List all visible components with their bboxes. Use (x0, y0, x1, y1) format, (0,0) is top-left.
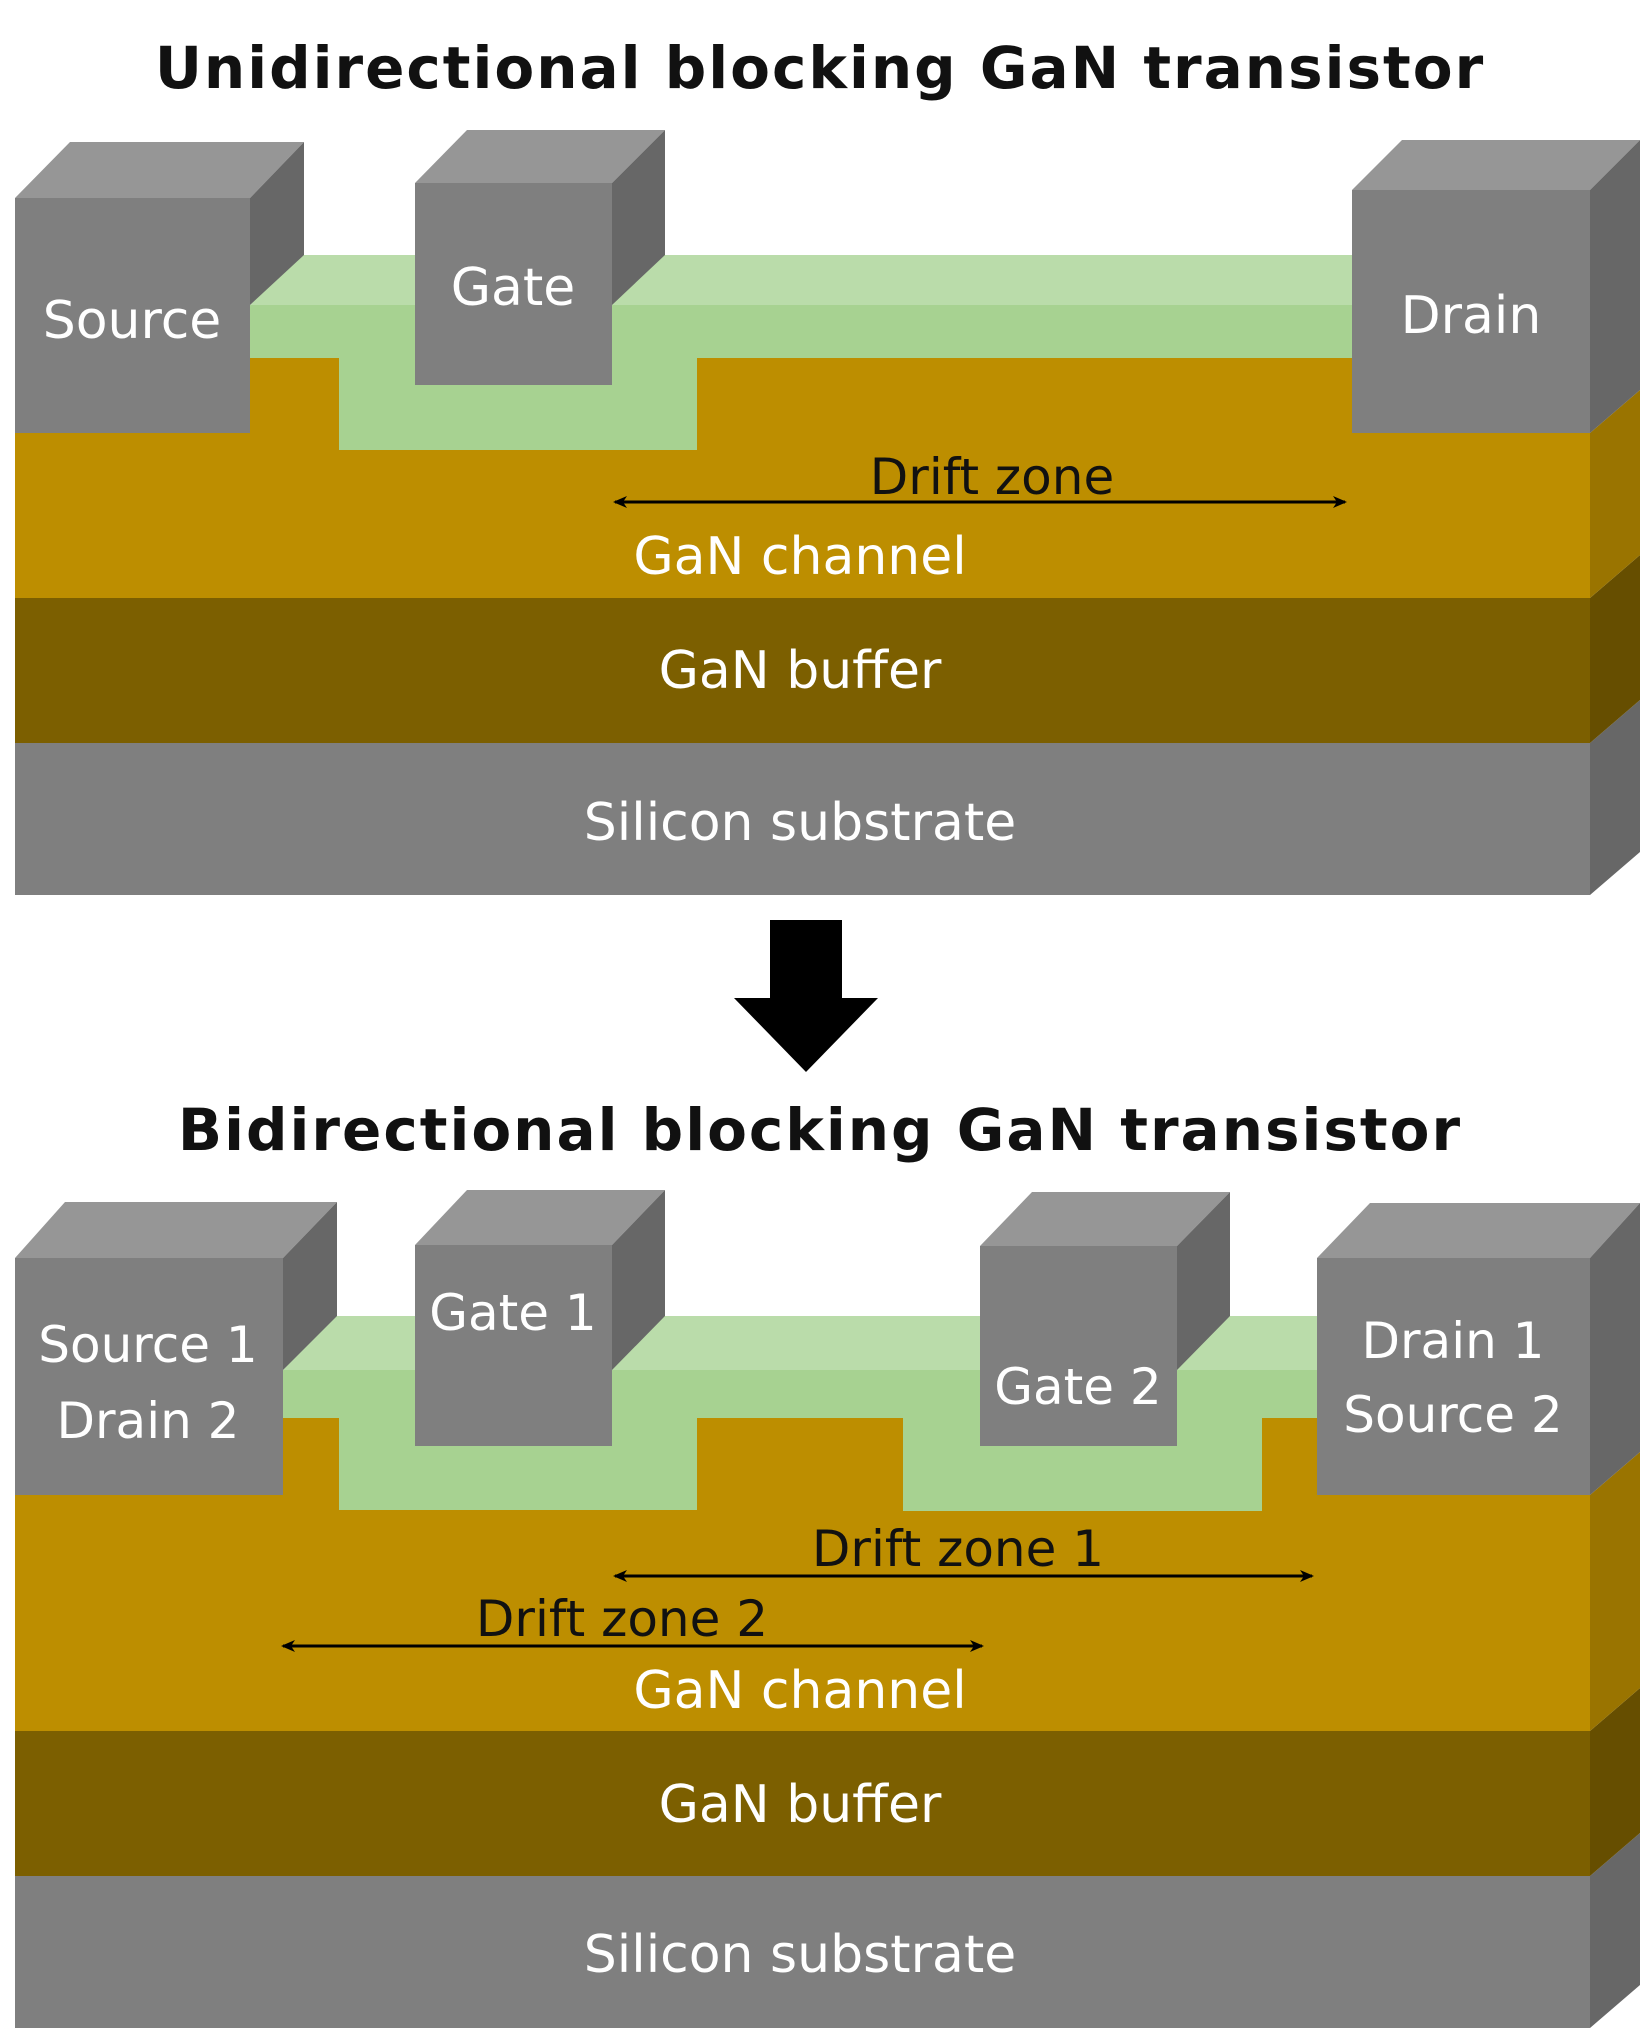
gate-electrode-side (612, 130, 665, 305)
top-buffer-layer (15, 598, 1590, 743)
bottom-buffer-side (1590, 1688, 1640, 1876)
bottom-substrate-layer (15, 1876, 1590, 2028)
drain-label: Drain (1401, 286, 1542, 346)
gate1-electrode-side (612, 1190, 665, 1370)
top-substrate-layer (15, 743, 1590, 895)
drain-electrode (1352, 190, 1590, 433)
gate-electrode (415, 183, 612, 385)
top-channel-label: GaN channel (633, 527, 966, 587)
down-arrow-icon (734, 920, 878, 1072)
bidirectional-diagram: Bidirectional blocking GaN transistor So… (15, 1096, 1640, 2028)
top-title: Unidirectional blocking GaN transistor (155, 34, 1485, 102)
drain1-source2-electrode-top (1317, 1203, 1640, 1258)
top-buffer-label: GaN buffer (659, 641, 942, 701)
gate-label: Gate (451, 258, 576, 318)
top-channel-layer (15, 358, 1590, 598)
source1-drain2-electrode (15, 1258, 283, 1495)
gate1-electrode-top (415, 1190, 665, 1245)
source-label: Source (43, 291, 222, 351)
drain1-source2-electrode (1317, 1258, 1590, 1495)
top-buffer-side (1590, 555, 1640, 743)
gate1-electrode (415, 1245, 612, 1446)
gate1-label: Gate 1 (429, 1284, 596, 1342)
bottom-channel-label: GaN channel (633, 1661, 966, 1721)
source1-drain2-electrode-side (283, 1202, 337, 1370)
drain1-source2-electrode-side (1590, 1203, 1640, 1495)
bottom-substrate-side (1590, 1833, 1640, 2028)
drain1-label: Drain 1 (1362, 1312, 1545, 1370)
drift-zone-label: Drift zone (870, 448, 1114, 506)
top-substrate-label: Silicon substrate (584, 793, 1016, 853)
bottom-title: Bidirectional blocking GaN transistor (178, 1096, 1462, 1164)
top-substrate-side (1590, 700, 1640, 895)
drift-zone-2-label: Drift zone 2 (476, 1590, 768, 1648)
gate2-electrode-side (1177, 1192, 1230, 1370)
top-channel-side (1590, 390, 1640, 598)
gate2-electrode (980, 1246, 1177, 1446)
bottom-buffer-layer (15, 1731, 1590, 1876)
bottom-buffer-label: GaN buffer (659, 1775, 942, 1835)
source2-label: Source 2 (1343, 1386, 1562, 1444)
gate2-label: Gate 2 (994, 1358, 1161, 1416)
source1-label: Source 1 (38, 1316, 257, 1374)
drain-electrode-side (1590, 140, 1640, 433)
source-electrode-top (15, 142, 304, 198)
gate2-electrode-top (980, 1192, 1230, 1246)
drift-zone-1-label: Drift zone 1 (812, 1520, 1104, 1578)
unidirectional-diagram: Unidirectional blocking GaN transistor S… (15, 34, 1640, 895)
gate-electrode-top (415, 130, 665, 183)
bottom-substrate-label: Silicon substrate (584, 1925, 1016, 1985)
drain-electrode-top (1352, 140, 1640, 190)
source-electrode (15, 198, 250, 433)
source1-drain2-electrode-top (15, 1202, 337, 1258)
drain2-label: Drain 2 (57, 1392, 240, 1450)
bottom-channel-side (1590, 1452, 1640, 1731)
source-electrode-side (250, 142, 304, 305)
